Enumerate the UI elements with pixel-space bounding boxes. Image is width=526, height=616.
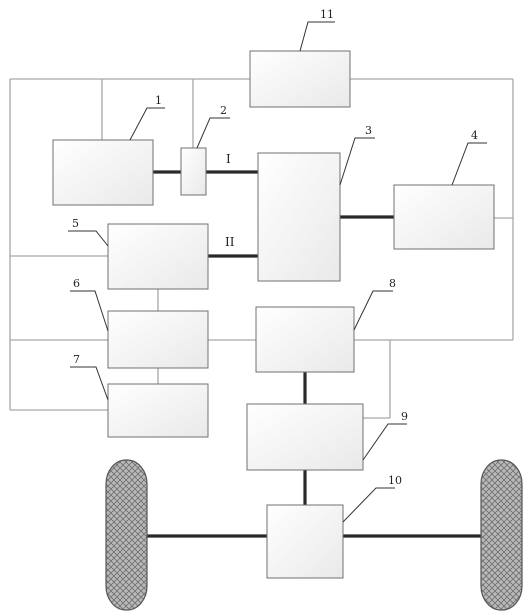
component-box-10 (266, 504, 344, 579)
wheel-right (480, 459, 523, 611)
label-8: 8 (389, 277, 396, 290)
leader-5 (68, 230, 109, 247)
component-box-7 (107, 383, 209, 438)
label-1: 1 (155, 94, 162, 107)
label-6: 6 (73, 277, 80, 290)
component-box-2 (180, 147, 207, 196)
component-box-3 (257, 152, 341, 282)
label-10: 10 (388, 474, 402, 487)
wheel-left (105, 459, 148, 611)
label-11: 11 (320, 8, 334, 21)
label-4: 4 (471, 129, 478, 142)
component-box-9 (246, 403, 364, 471)
leader-10 (342, 487, 395, 523)
leader-7 (70, 366, 109, 401)
reference-numerals: 1 2 3 4 5 6 7 8 9 10 11 I II (72, 8, 478, 487)
label-2: 2 (220, 104, 227, 117)
components (52, 50, 495, 579)
wheels (105, 459, 523, 611)
component-box-8 (255, 306, 355, 373)
mechanical-shafts (147, 170, 481, 538)
leader-4 (451, 142, 487, 186)
component-box-11 (249, 50, 351, 108)
leader-2 (196, 117, 230, 149)
leader-11 (299, 21, 335, 52)
label-3: 3 (365, 124, 372, 137)
leader-3 (339, 137, 375, 186)
shaft-label-upper: I (226, 152, 231, 166)
component-box-5 (107, 223, 209, 290)
leader-9 (362, 423, 407, 461)
shaft-label-lower: II (225, 235, 235, 249)
leader-6 (70, 290, 109, 332)
component-box-6 (107, 310, 209, 369)
leader-1 (129, 107, 165, 141)
control-lines (9, 78, 514, 419)
leader-lines (68, 21, 487, 523)
label-7: 7 (73, 353, 80, 366)
component-box-4 (393, 184, 495, 250)
leader-8 (353, 290, 393, 331)
label-9: 9 (401, 410, 408, 423)
component-box-1 (52, 139, 154, 206)
label-5: 5 (72, 217, 79, 230)
